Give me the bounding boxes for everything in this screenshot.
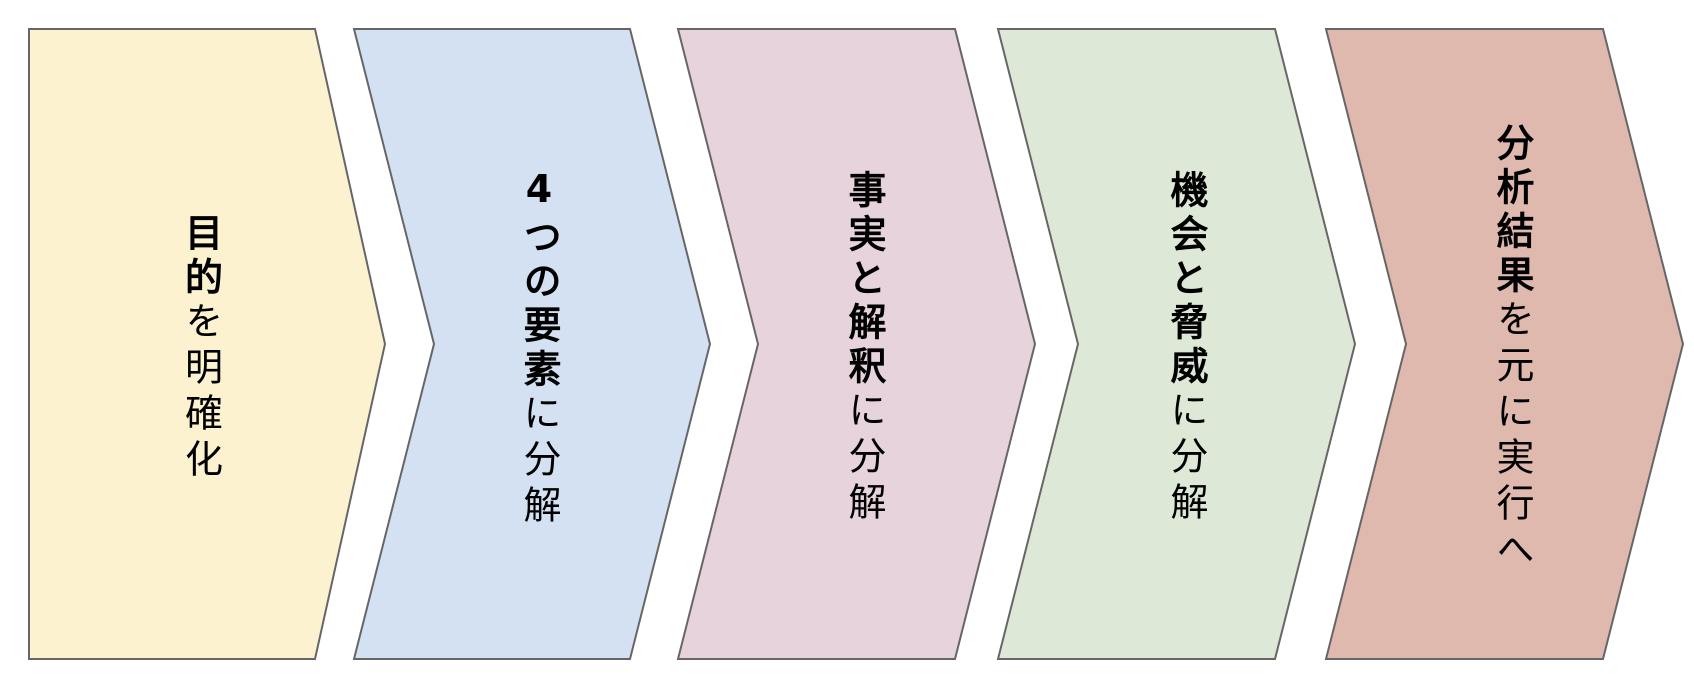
- step-shape-5: [1324, 28, 1685, 660]
- step-shape-3: [676, 28, 1037, 660]
- step-shape-4: [996, 28, 1357, 660]
- step-shape-1: [28, 28, 387, 660]
- step-shape-2: [352, 28, 712, 660]
